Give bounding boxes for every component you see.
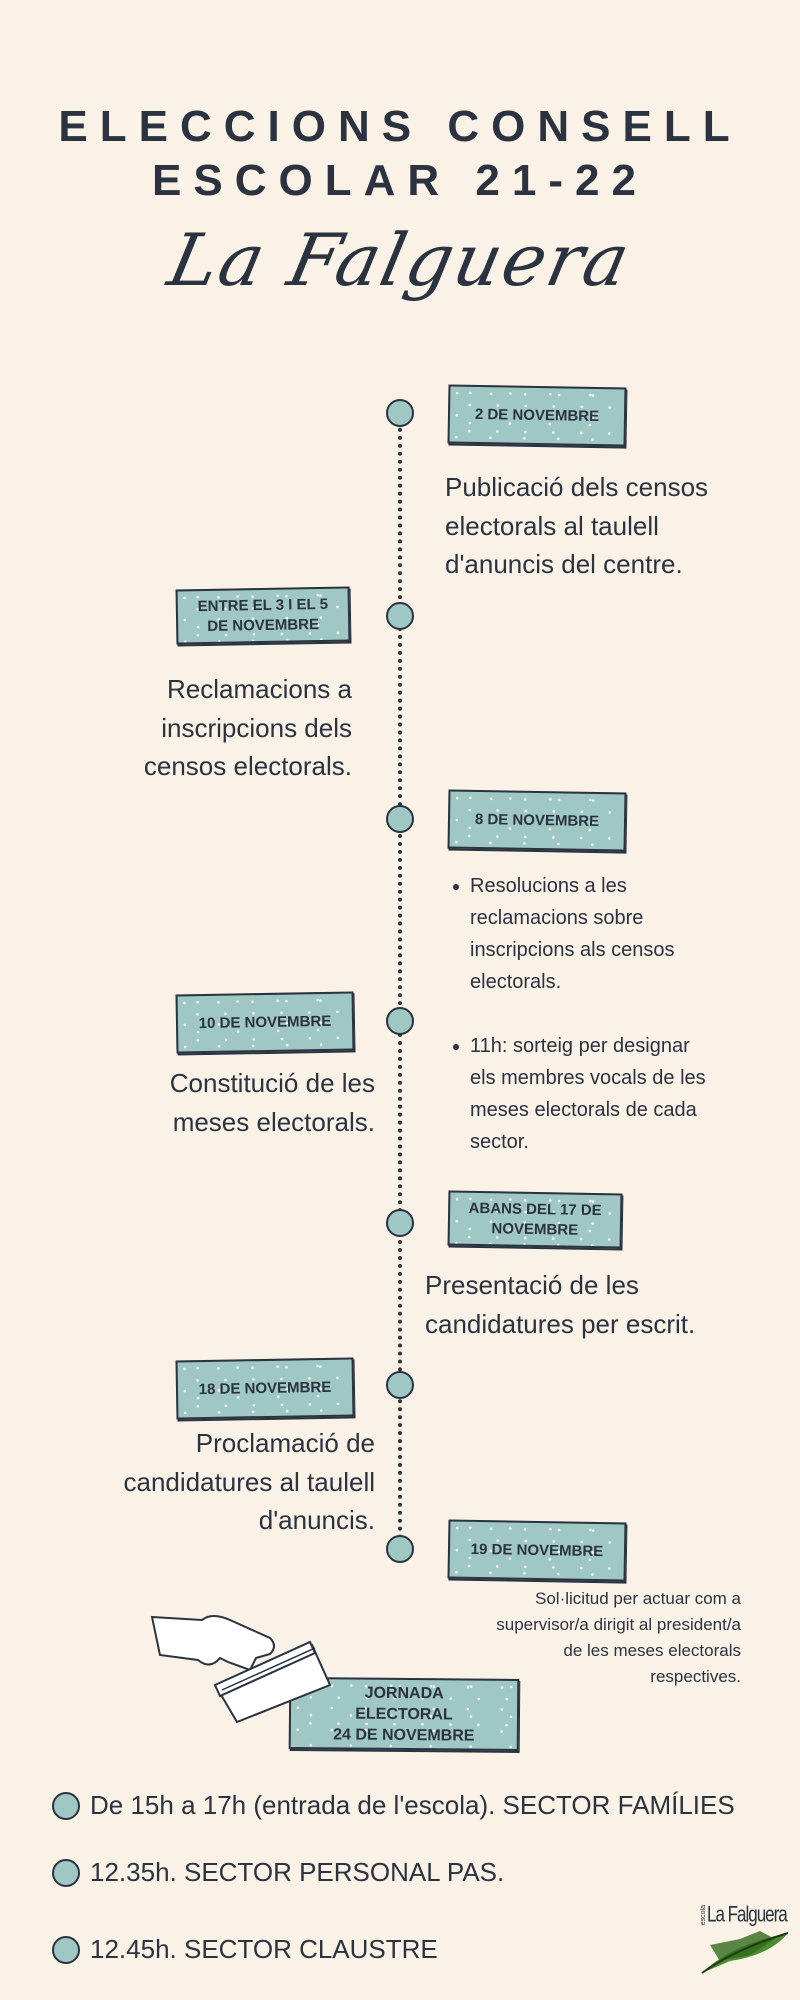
- schedule-item: 12.35h. SECTOR PERSONAL PAS.: [52, 1857, 504, 1888]
- date-tag: 2 DE NOVEMBRE: [447, 384, 627, 447]
- date-tag: 19 DE NOVEMBRE: [447, 1519, 627, 1582]
- event-text: Sol·licitud per actuar com a supervisor/…: [496, 1586, 741, 1690]
- text-line: respectives.: [650, 1667, 741, 1686]
- timeline-line: [398, 412, 402, 1548]
- tag-line: JORNADA: [364, 1684, 444, 1702]
- text-line: Reclamacions a: [167, 674, 352, 704]
- logo-name: La Falguera: [707, 1902, 788, 1927]
- schedule-item: 12.45h. SECTOR CLAUSTRE: [52, 1934, 438, 1965]
- date-tag: 18 DE NOVEMBRE: [175, 1357, 355, 1420]
- schedule-item: De 15h a 17h (entrada de l'escola). SECT…: [52, 1790, 735, 1821]
- ballot-box-icon: [150, 1615, 332, 1724]
- text-line: Proclamació de: [195, 1428, 375, 1458]
- event-text: Publicació dels censos electorals al tau…: [445, 468, 708, 584]
- subtitle-script: La Falguera: [161, 218, 639, 302]
- text-line: censos electorals.: [143, 751, 352, 781]
- date-tag: ABANS DEL 17 DE NOVEMBRE: [447, 1190, 623, 1249]
- text-line: candidatures al taulell: [123, 1466, 376, 1497]
- schedule-text: De 15h a 17h (entrada de l'escola). SECT…: [90, 1790, 735, 1820]
- timeline-dot: [386, 602, 414, 630]
- timeline-dot: [386, 1209, 414, 1237]
- text-line: meses electorals.: [172, 1106, 375, 1137]
- text-line: electorals al taulell: [445, 510, 659, 541]
- timeline-dot: [386, 805, 414, 833]
- title-line-1: ELECCIONS CONSELL: [58, 102, 742, 151]
- school-logo: escola La Falguera: [700, 1902, 790, 1980]
- text-line: d'anuncis.: [258, 1505, 375, 1535]
- text-line: Publicació dels censos: [445, 472, 709, 502]
- tag-line: ELECTORAL: [355, 1705, 453, 1723]
- text-line: Presentació de les: [425, 1270, 639, 1300]
- text-line: de les meses electorals: [563, 1641, 741, 1660]
- logo-prefix: escola: [700, 1905, 707, 1926]
- text-line: Constitució de les: [169, 1068, 375, 1098]
- timeline-dot: [386, 399, 414, 427]
- bullet-item: Resolucions a les reclamacions sobre ins…: [453, 870, 720, 998]
- text-line: Sol·licitud per actuar com a: [535, 1589, 741, 1608]
- title-line-2: ESCOLAR 21-22: [152, 156, 648, 205]
- date-tag: ENTRE EL 3 I EL 5 DE NOVEMBRE: [175, 586, 351, 645]
- timeline-dot: [386, 1007, 414, 1035]
- text-line: d'anuncis del centre.: [445, 549, 683, 579]
- bullet-circle-icon: [52, 1935, 80, 1964]
- bullet-item: 11h: sorteig per designar els membres vo…: [453, 1030, 720, 1158]
- event-text: Presentació de les candidatures per escr…: [425, 1266, 695, 1343]
- bullet-circle-icon: [52, 1858, 80, 1887]
- text-line: candidatures per escrit.: [425, 1308, 696, 1339]
- text-line: inscripcions dels: [161, 712, 352, 743]
- event-text: Reclamacions a inscripcions dels censos …: [144, 670, 352, 786]
- event-text: Constitució de les meses electorals.: [170, 1064, 375, 1141]
- schedule-text: 12.35h. SECTOR PERSONAL PAS.: [90, 1857, 505, 1887]
- text-line: supervisor/a dirigit al president/a: [496, 1615, 741, 1634]
- schedule-text: 12.45h. SECTOR CLAUSTRE: [90, 1934, 438, 1964]
- tag-line: 24 DE NOVEMBRE: [333, 1725, 475, 1745]
- date-tag: 10 DE NOVEMBRE: [175, 991, 355, 1054]
- event-text: Proclamació de candidatures al taulell d…: [124, 1424, 376, 1540]
- fern-leaf-icon: [701, 1931, 789, 1975]
- date-tag: 8 DE NOVEMBRE: [447, 789, 627, 852]
- event-bullets: Resolucions a les reclamacions sobre ins…: [453, 870, 720, 1190]
- timeline-dot: [386, 1371, 414, 1399]
- bullet-circle-icon: [52, 1791, 80, 1820]
- timeline-dot: [386, 1535, 414, 1563]
